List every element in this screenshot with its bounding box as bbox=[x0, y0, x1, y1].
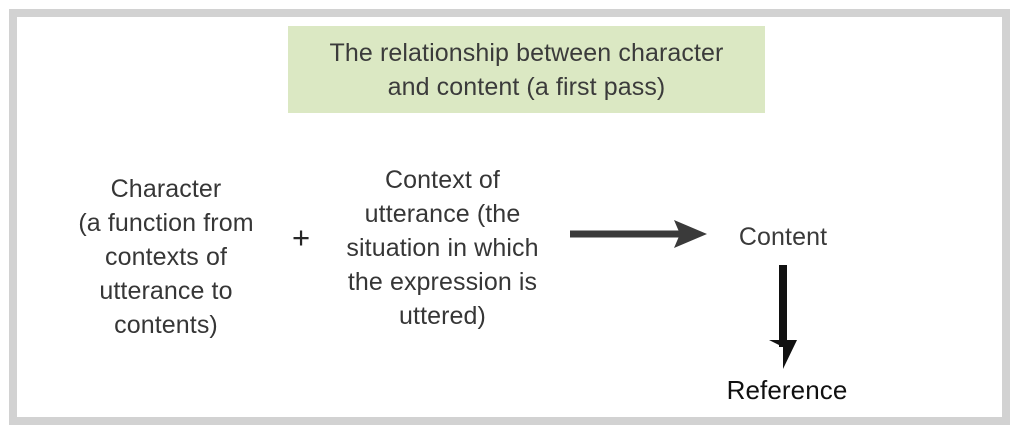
arrow-right-icon bbox=[566, 215, 711, 257]
character-term-label: Character (a function from contexts of u… bbox=[78, 175, 254, 339]
reference-term-label: Reference bbox=[726, 375, 848, 405]
context-term-label: Context of utterance (the situation in w… bbox=[346, 166, 539, 330]
arrow-down-icon bbox=[762, 262, 804, 372]
figure-title: The relationship between character and c… bbox=[329, 38, 724, 101]
context-term-block: Context of utterance (the situation in w… bbox=[326, 163, 559, 333]
content-term-label: Content bbox=[738, 223, 828, 251]
content-term-block: Content bbox=[702, 221, 864, 253]
reference-term-block: Reference bbox=[702, 374, 872, 406]
plus-operator: + bbox=[291, 220, 311, 255]
character-term-block: Character (a function from contexts of u… bbox=[52, 172, 280, 342]
title-banner: The relationship between character and c… bbox=[288, 26, 765, 113]
